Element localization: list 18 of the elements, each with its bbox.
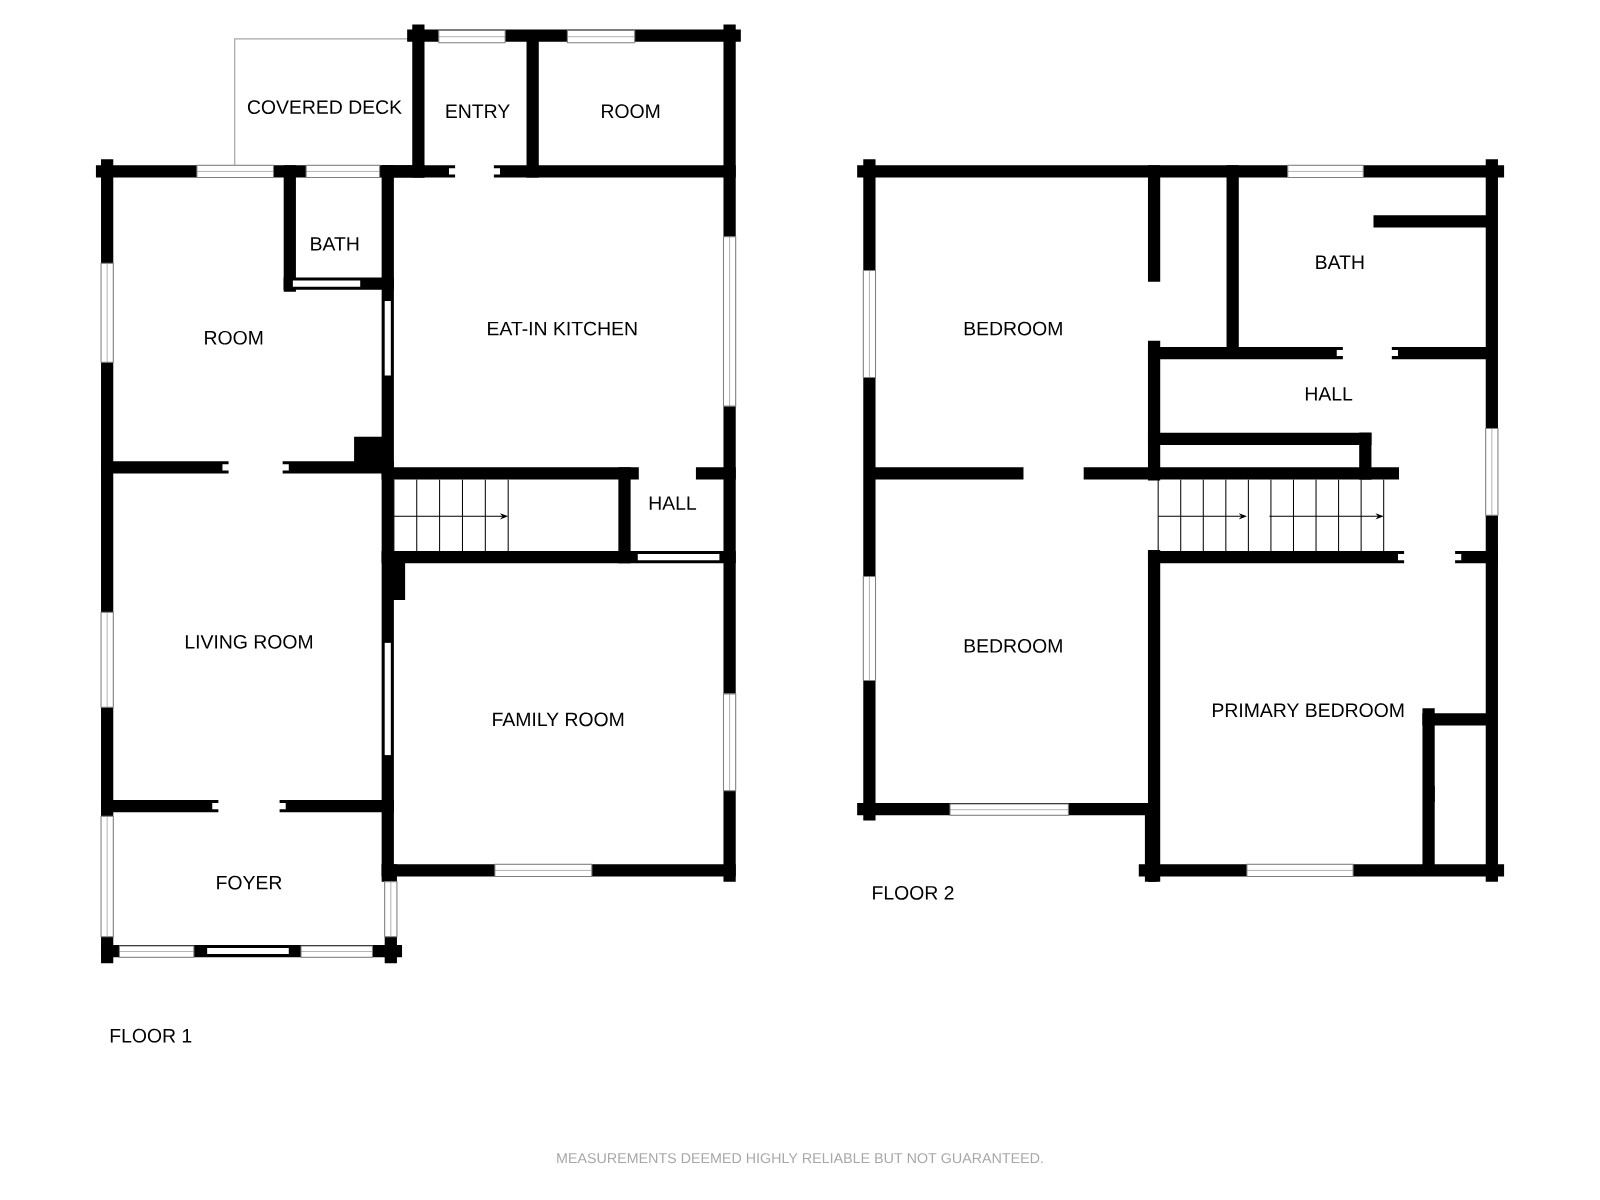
floor-title: FLOOR 2 <box>873 886 954 900</box>
room-label: BATH <box>1316 255 1364 269</box>
room-label: BEDROOM <box>964 321 1062 336</box>
room-label: BATH <box>311 237 359 251</box>
room-label: EAT-IN KITCHEN <box>488 321 637 336</box>
room-label: LIVING ROOM <box>185 634 312 649</box>
footer-note: MEASUREMENTS DEEMED HIGHLY RELIABLE BUT NOT GUARANTEED. <box>557 1153 1043 1164</box>
room-label: ROOM <box>205 330 263 345</box>
room-label: PRIMARY BEDROOM <box>1213 703 1404 718</box>
room-label: HALL <box>649 496 697 510</box>
room-label: COVERED DECK <box>247 100 402 114</box>
room-label: ENTRY <box>446 104 510 118</box>
floor-title: FLOOR 1 <box>110 1028 192 1043</box>
room-label: HALL <box>1305 387 1353 401</box>
room-label: FOYER <box>217 875 282 890</box>
room-label: ROOM <box>602 104 660 119</box>
room-label: FAMILY ROOM <box>493 712 624 727</box>
room-label: BEDROOM <box>964 639 1062 653</box>
